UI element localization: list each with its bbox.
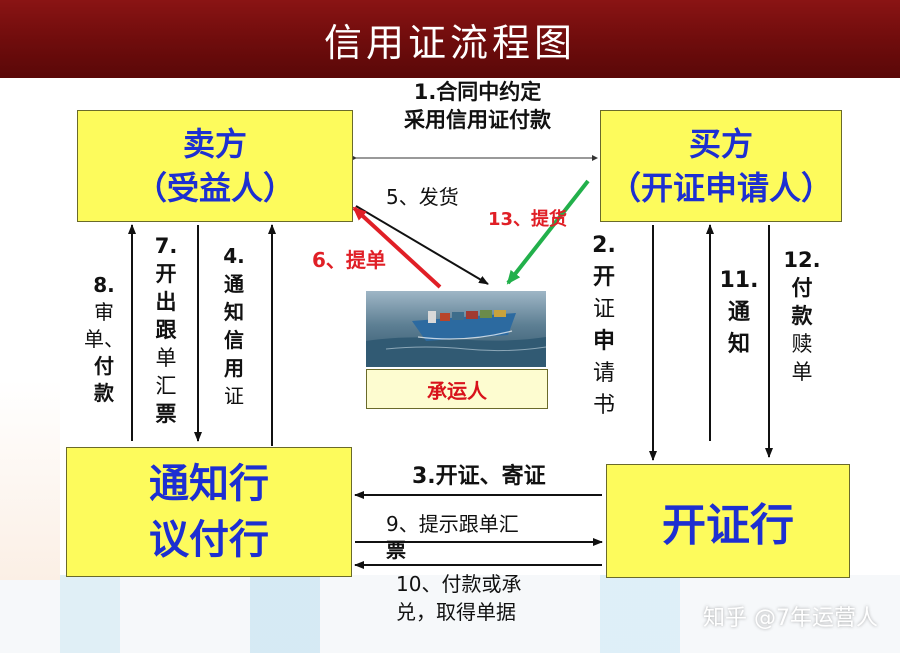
- advising-bank-box: 通知行 议付行: [66, 447, 352, 577]
- seller-role: （受益人）: [134, 169, 295, 207]
- arrow-5: [355, 205, 489, 285]
- step-8-char: 审: [94, 300, 114, 324]
- step-7-char: 票: [155, 402, 177, 426]
- step-12-char: 单: [791, 360, 813, 384]
- step-5-label: 5、发货: [386, 185, 459, 209]
- advising-bank-line1: 通知行: [149, 461, 269, 507]
- buyer-role: （开证申请人）: [608, 169, 833, 207]
- step-8-num: 8.: [93, 273, 115, 297]
- step-7-char: 汇: [155, 374, 177, 398]
- buyer-title: 买方: [688, 125, 753, 163]
- step-10-line1: 10、付款或承: [396, 572, 522, 596]
- step-11-num: 11.: [719, 268, 759, 293]
- step-8-char: 款: [94, 381, 114, 405]
- step-10-label: 10、付款或承 兑，取得单据: [396, 570, 521, 626]
- carrier-label: 承运人: [427, 378, 487, 403]
- step-9-label: 9、提示跟单汇 票: [386, 511, 519, 563]
- arrow-13: [506, 179, 590, 285]
- step-2-char: 申: [592, 329, 615, 354]
- background-tint: [0, 380, 60, 580]
- ship-image: [366, 291, 546, 367]
- step-4-char: 证: [224, 384, 244, 408]
- step-12-char: 款: [791, 304, 813, 328]
- step-4-char: 信: [224, 328, 244, 352]
- step-1-label: 1.合同中约定 采用信用证付款: [360, 78, 595, 134]
- buyer-box: 买方 （开证申请人）: [600, 110, 842, 222]
- step-4-char: 知: [224, 300, 244, 324]
- step-8-char: 单、: [84, 327, 124, 351]
- page-title: 信用证流程图: [323, 21, 576, 65]
- step-11-char: 通: [727, 300, 750, 325]
- step-7-num: 7.: [154, 234, 178, 258]
- step-2-char: 书: [592, 393, 615, 418]
- step-13-label: 13、提货: [488, 209, 568, 230]
- step-9-line1: 9、提示跟单汇: [386, 512, 519, 536]
- step-2-char: 开: [592, 265, 615, 290]
- step-11-char: 知: [727, 332, 750, 357]
- step-9-line2: 票: [386, 538, 406, 562]
- step-7-char: 开: [155, 262, 177, 286]
- step-2-char: 请: [592, 361, 615, 386]
- step-4-label: 4. 通 知 信 用 证: [218, 242, 250, 410]
- title-bar: [0, 0, 900, 78]
- step-7-char: 出: [155, 290, 177, 314]
- background-tiles: [0, 575, 900, 653]
- step-1-line1: 1.合同中约定: [413, 80, 542, 104]
- step-10-line2: 兑，取得单据: [396, 600, 516, 624]
- seller-title: 卖方: [182, 125, 247, 163]
- step-12-label: 12. 付 款 赎 单: [782, 246, 822, 386]
- step-4-num: 4.: [223, 244, 245, 268]
- step-11-label: 11. 通 知: [718, 265, 760, 361]
- step-1-line2: 采用信用证付款: [404, 108, 551, 132]
- step-7-label: 7. 开 出 跟 单 汇 票: [150, 232, 182, 428]
- advising-bank-line2: 议付行: [149, 517, 269, 563]
- issuing-bank-box: 开证行: [606, 464, 850, 578]
- step-4-char: 用: [224, 356, 244, 380]
- issuing-bank-label: 开证行: [662, 500, 794, 551]
- carrier-box: 承运人: [366, 369, 548, 409]
- step-7-char: 单: [155, 346, 177, 370]
- step-3-label: 3.开证、寄证: [412, 464, 546, 489]
- seller-box: 卖方 （受益人）: [77, 110, 353, 222]
- watermark: 知乎 @7年运营人: [703, 606, 878, 631]
- step-7-char: 跟: [155, 318, 177, 342]
- step-6-label: 6、提单: [312, 248, 386, 272]
- step-2-label: 2. 开 证 申 请 书: [588, 230, 620, 422]
- step-12-char: 赎: [791, 332, 813, 356]
- step-12-num: 12.: [783, 248, 821, 272]
- step-2-num: 2.: [592, 233, 616, 258]
- arrow-6: [352, 206, 442, 289]
- step-2-char: 证: [592, 297, 615, 322]
- step-8-char: 付: [94, 354, 114, 378]
- step-4-char: 通: [224, 272, 244, 296]
- step-8-label: 8. 审 单、 付 款: [84, 272, 124, 407]
- step-12-char: 付: [791, 276, 813, 300]
